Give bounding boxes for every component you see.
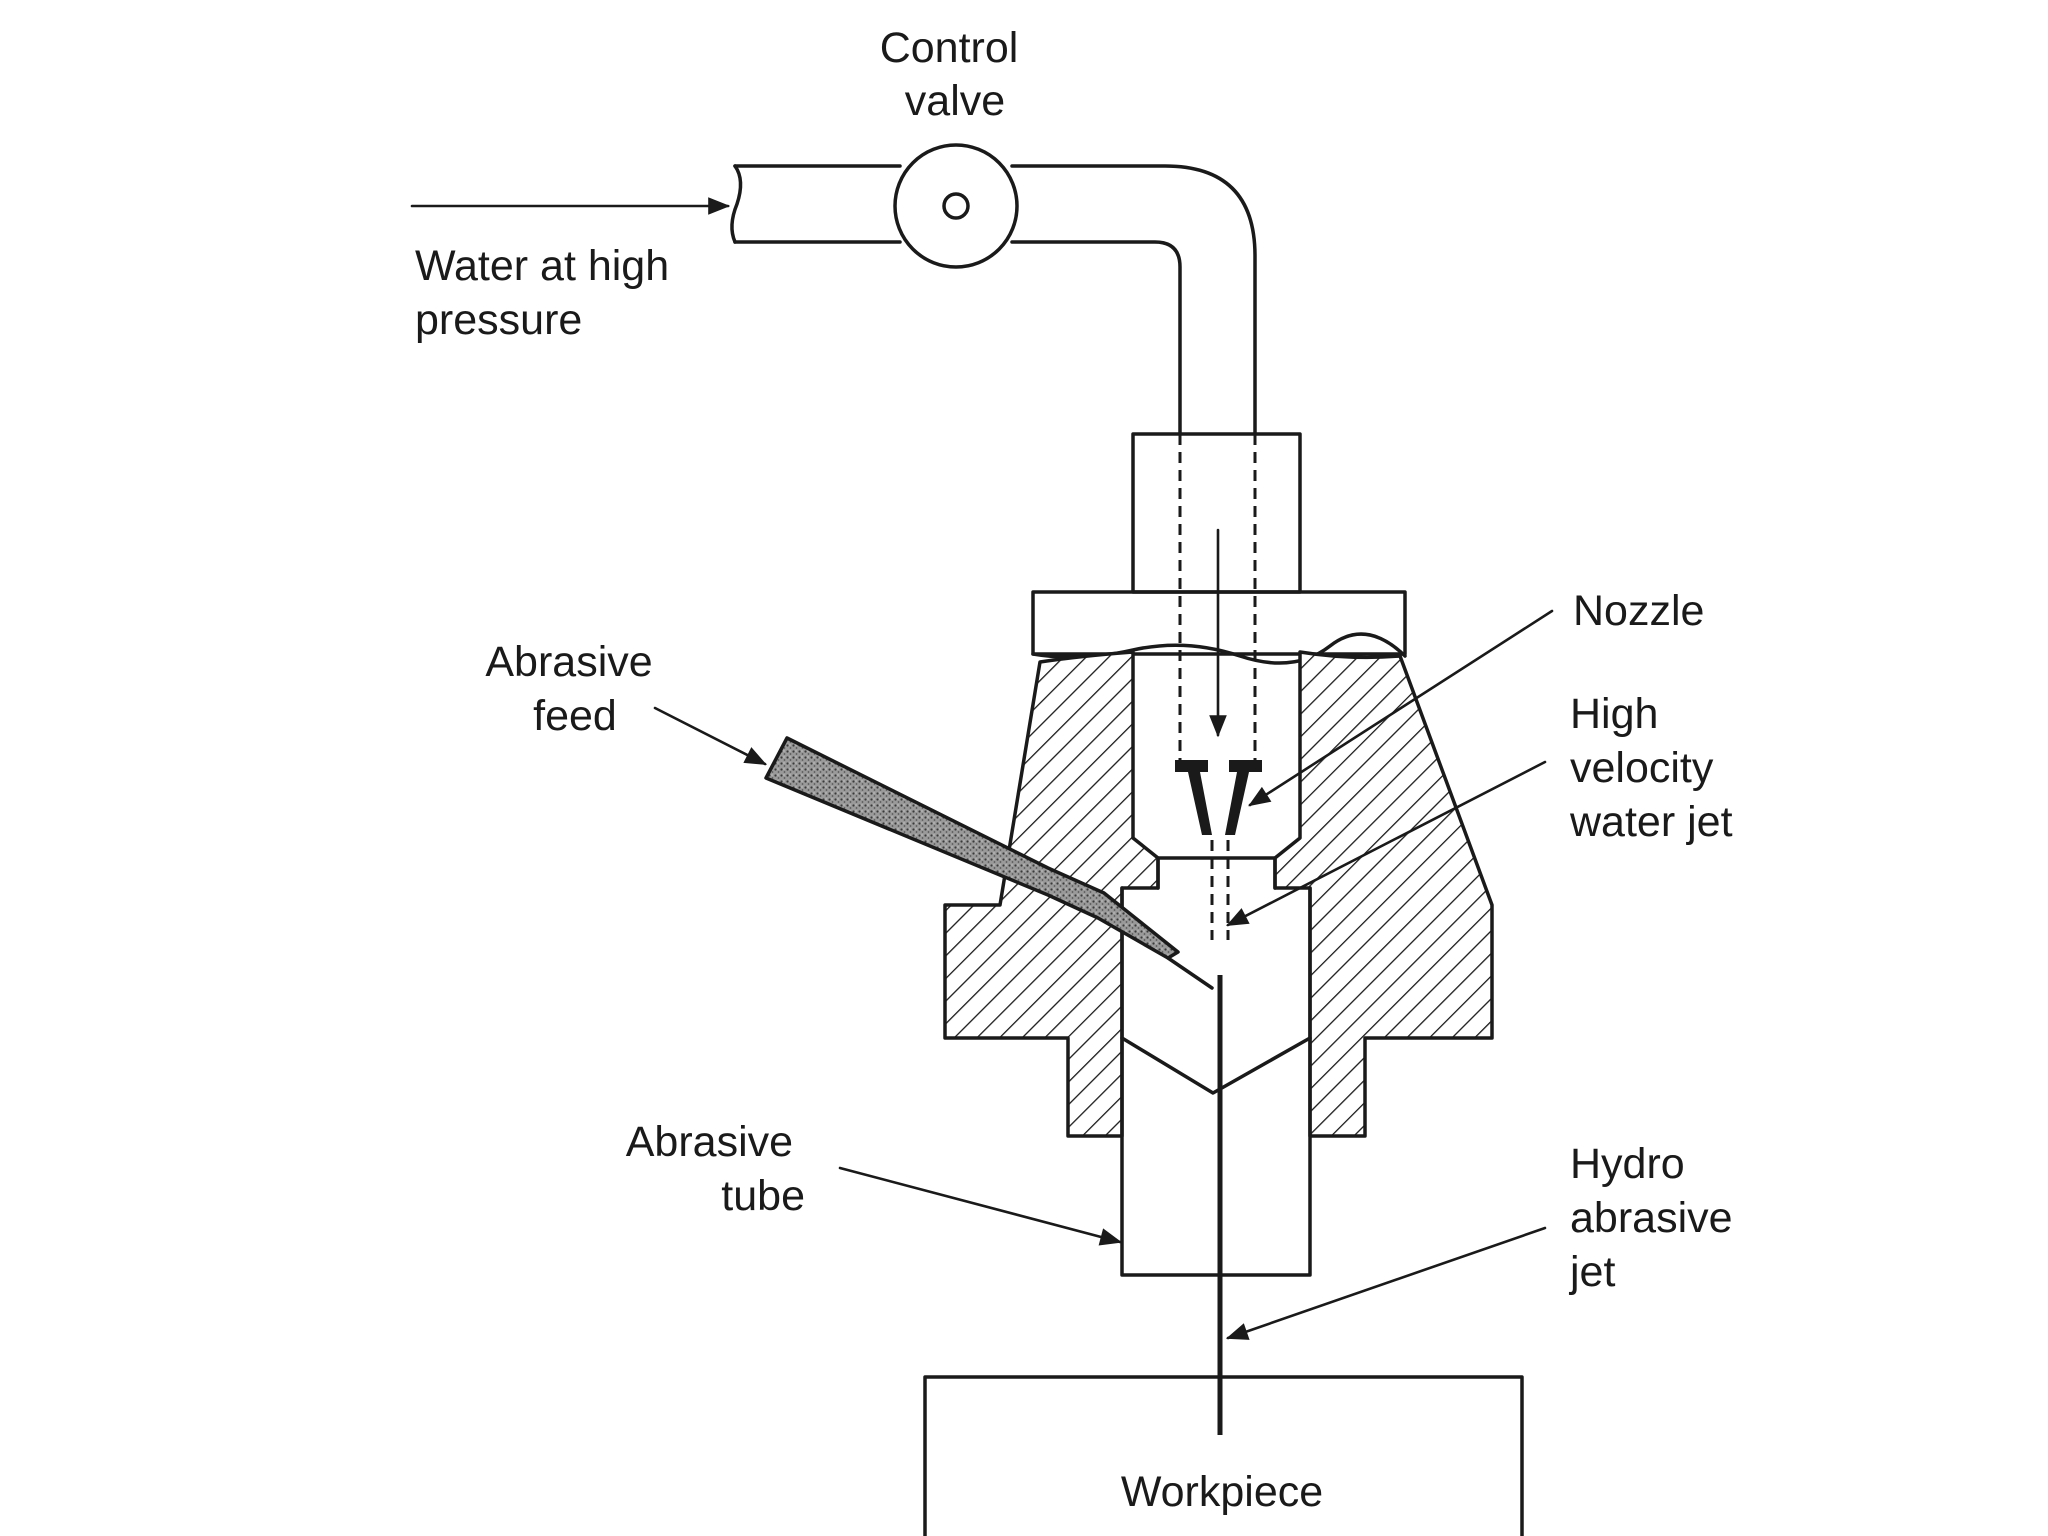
abrasive-tube [1120,856,1312,1277]
label-abrasive-tube: Abrasive tube [626,1118,805,1220]
label-control-valve: Control valve [880,24,1031,125]
label-water-inlet: Water at high pressure [415,242,681,344]
label-workpiece: Workpiece [1121,1468,1323,1516]
label-high-velocity-jet: High velocity water jet [1569,690,1733,846]
label-nozzle: Nozzle [1573,587,1704,635]
water-channel [1178,434,1257,760]
workpiece [923,1375,1524,1536]
nozzle-orifice [1175,760,1262,940]
inlet-pipe [730,164,1257,436]
label-hydro-abrasive-jet: Hydro abrasive jet [1568,1140,1744,1296]
abrasive-feed-pipe [764,736,1214,990]
label-abrasive-feed: Abrasive feed [485,638,664,740]
leader-lines [653,609,1554,1340]
control-valve-icon [893,143,1019,269]
